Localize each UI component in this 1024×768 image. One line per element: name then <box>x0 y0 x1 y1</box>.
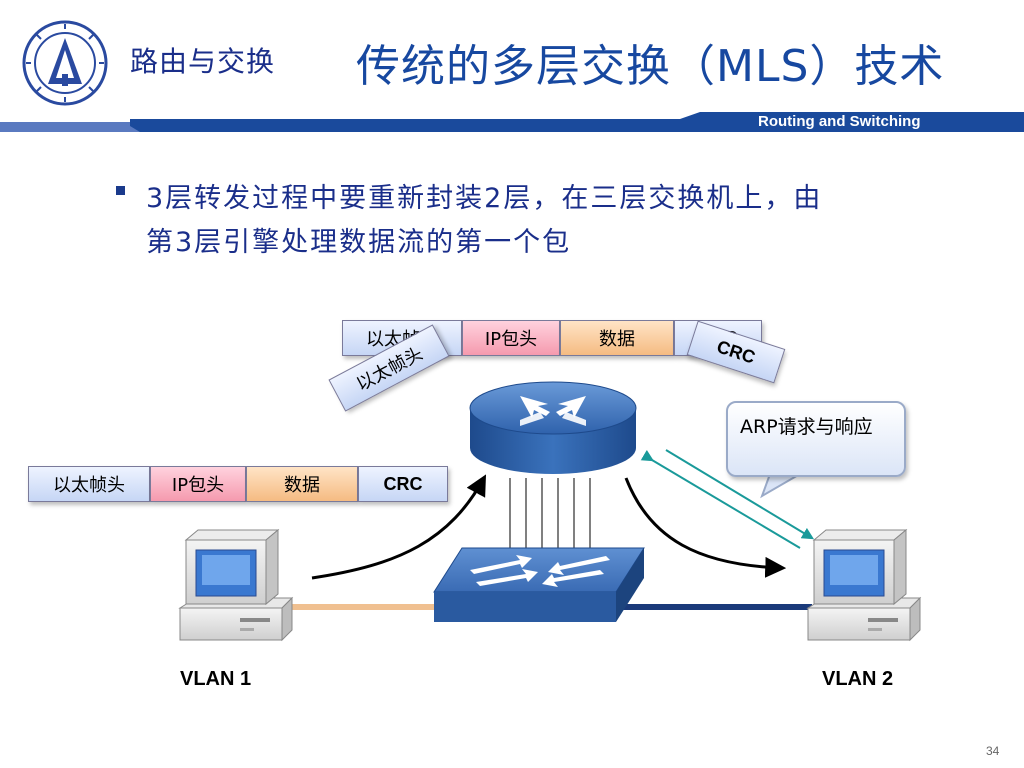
slide-title: 传统的多层交换（MLS）技术 <box>356 41 945 92</box>
computer-icon <box>806 528 922 642</box>
university-logo <box>22 20 108 106</box>
header-subtitle: Routing and Switching <box>758 113 921 130</box>
bottom-frame-data: 数据 <box>246 466 358 502</box>
bullet-text-line1: 3层转发过程中要重新封装2层，在三层交换机上，由 <box>146 183 823 214</box>
arp-arrow-response <box>665 449 815 540</box>
bottom-frame-crc: CRC <box>358 466 448 502</box>
top-frame-ip-header: IP包头 <box>462 320 560 356</box>
top-frame-data: 数据 <box>560 320 674 356</box>
header-bar <box>0 112 1024 132</box>
page-number: 34 <box>986 744 1000 758</box>
bottom-frame-eth-header: 以太帧头 <box>28 466 150 502</box>
flow-arrow-down <box>624 477 787 578</box>
vlan1-label: VLAN 1 <box>180 668 252 690</box>
computer-icon <box>178 528 294 642</box>
router-icon <box>469 381 637 474</box>
arp-callout: ARP请求与响应 <box>726 401 906 477</box>
callout-tail <box>760 473 804 499</box>
switch-icon <box>433 547 645 622</box>
course-title: 路由与交换 <box>130 45 276 78</box>
flow-arrow-up <box>311 474 487 580</box>
arp-arrow-request <box>640 449 801 549</box>
router-switch-links <box>509 478 591 552</box>
vlan2-label: VLAN 2 <box>822 668 894 690</box>
bottom-frame-ip-header: IP包头 <box>150 466 246 502</box>
bullet-marker <box>116 186 125 195</box>
bullet-text-line2: 第3层引擎处理数据流的第一个包 <box>146 227 572 258</box>
